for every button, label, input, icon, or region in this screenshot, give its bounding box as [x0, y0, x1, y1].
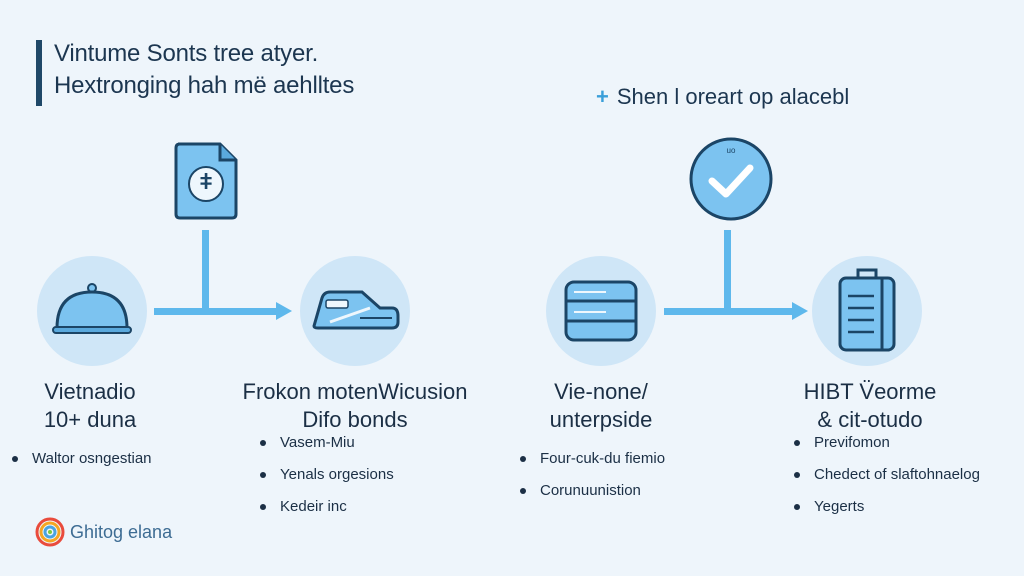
node-title-3: Vie-none/ unterpside — [516, 378, 686, 434]
connector-vertical-left — [202, 230, 209, 310]
node-title-1: Vietnadio 10+ duna — [10, 378, 170, 434]
node-circle-2 — [300, 256, 410, 366]
document-glyph: ǂ — [199, 169, 213, 194]
page-title-line-2: Hextronging hah më aehlltes — [54, 72, 355, 99]
document-icon: ǂ — [172, 142, 240, 220]
list-item: Yenals orgesions — [258, 464, 394, 496]
connector-horizontal-right — [664, 308, 794, 315]
list-item: Chedect of slaftohnaelog — [792, 464, 980, 496]
node-title-2-line-1: Frokon motenWicusion — [242, 379, 468, 404]
list-item: Kedeir inc — [258, 496, 394, 528]
arrow-head-left — [276, 302, 292, 320]
list-item: Four-cuk-du fiemio — [518, 448, 665, 480]
connector-vertical-right — [724, 230, 731, 310]
list-item: Vasem-Miu — [258, 432, 394, 464]
luggage-icon — [838, 268, 896, 352]
bond-card-icon — [312, 290, 400, 330]
node-title-1-line-1: Vietnadio — [44, 379, 136, 404]
cloche-icon — [52, 283, 132, 334]
server-stack-icon — [564, 280, 638, 342]
rainbow-logo-icon — [34, 516, 66, 548]
right-subtitle-text: Shen l oreart op alacebl — [616, 84, 850, 109]
node-circle-4 — [812, 256, 922, 366]
logo-text: Ghitog elana — [70, 522, 173, 542]
list-item: Corunuunistion — [518, 480, 665, 512]
check-circle-icon: uo — [688, 136, 774, 222]
node-bullets-3: Four-cuk-du fiemio Corunuunistion — [518, 448, 665, 512]
list-item: Waltor osngestian — [10, 448, 152, 480]
node-title-4: HIBT V̈eorme & cit-otudo — [770, 378, 970, 434]
list-item: Previfomon — [792, 432, 980, 464]
plus-icon: + — [596, 84, 609, 109]
node-title-4-line-2: & cit-otudo — [817, 407, 923, 432]
right-subtitle: + Shen l oreart op alacebl — [596, 84, 849, 110]
node-circle-3 — [546, 256, 656, 366]
node-bullets-1: Waltor osngestian — [10, 448, 152, 480]
connector-horizontal-left — [154, 308, 278, 315]
node-bullets-4: Previfomon Chedect of slaftohnaelog Yege… — [792, 432, 980, 528]
node-title-3-line-2: unterpside — [549, 407, 653, 432]
arrow-head-right — [792, 302, 808, 320]
node-title-4-line-1: HIBT V̈eorme — [803, 379, 937, 404]
page-title-line-1: Vintume Sonts tree atyer. — [54, 40, 319, 67]
node-title-2: Frokon motenWicusion Difo bonds — [220, 378, 490, 434]
list-item: Yegerts — [792, 496, 980, 528]
check-circle-label: uo — [726, 146, 736, 155]
node-circle-1 — [37, 256, 147, 366]
node-title-3-line-1: Vie-none/ — [554, 379, 648, 404]
title-accent-bar — [36, 40, 42, 106]
node-bullets-2: Vasem-Miu Yenals orgesions Kedeir inc — [258, 432, 394, 528]
node-title-2-line-2: Difo bonds — [302, 407, 408, 432]
node-title-1-line-2: 10+ duna — [43, 407, 137, 432]
